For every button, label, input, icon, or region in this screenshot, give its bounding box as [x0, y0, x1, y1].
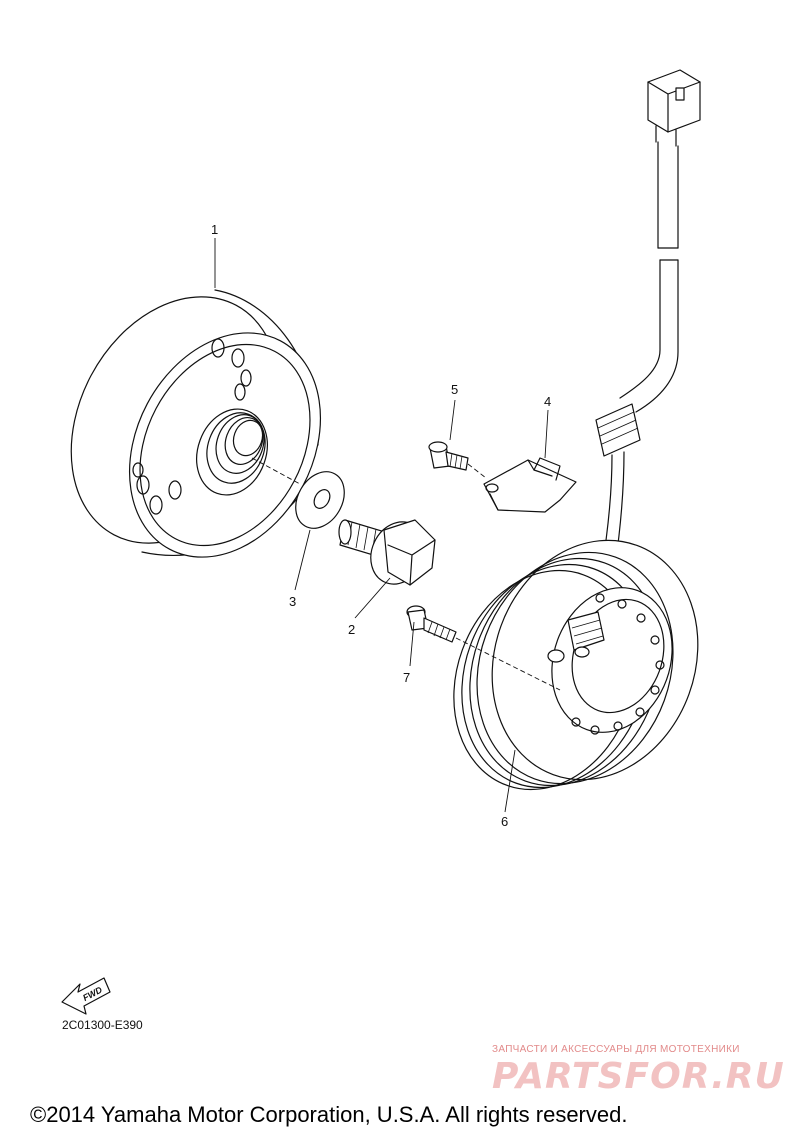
screw-part-5 [428, 441, 469, 471]
stator-part-6 [453, 539, 699, 791]
watermark-tagline: ЗАПЧАСТИ И АКСЕССУАРЫ ДЛЯ МОТОТЕХНИКИ [492, 1044, 740, 1055]
washer-part-3 [295, 471, 345, 529]
callout-1: 1 [211, 222, 218, 237]
fwd-arrow-icon: FWD [61, 977, 111, 1015]
callout-7: 7 [403, 670, 410, 685]
callout-6: 6 [501, 814, 508, 829]
copyright-notice: ©2014 Yamaha Motor Corporation, U.S.A. A… [30, 1102, 628, 1127]
callout-2: 2 [348, 622, 355, 637]
callout-5: 5 [451, 382, 458, 397]
flange-nut-part-2 [338, 519, 436, 586]
screw-part-7 [406, 605, 457, 643]
bracket-part-4 [483, 457, 577, 513]
callout-3: 3 [289, 594, 296, 609]
watermark-logo: PARTSFOR.RU [492, 1056, 785, 1097]
diagram-code: 2C01300-E390 [62, 1018, 143, 1032]
callout-4: 4 [544, 394, 551, 409]
rotor-part-1 [70, 289, 322, 558]
